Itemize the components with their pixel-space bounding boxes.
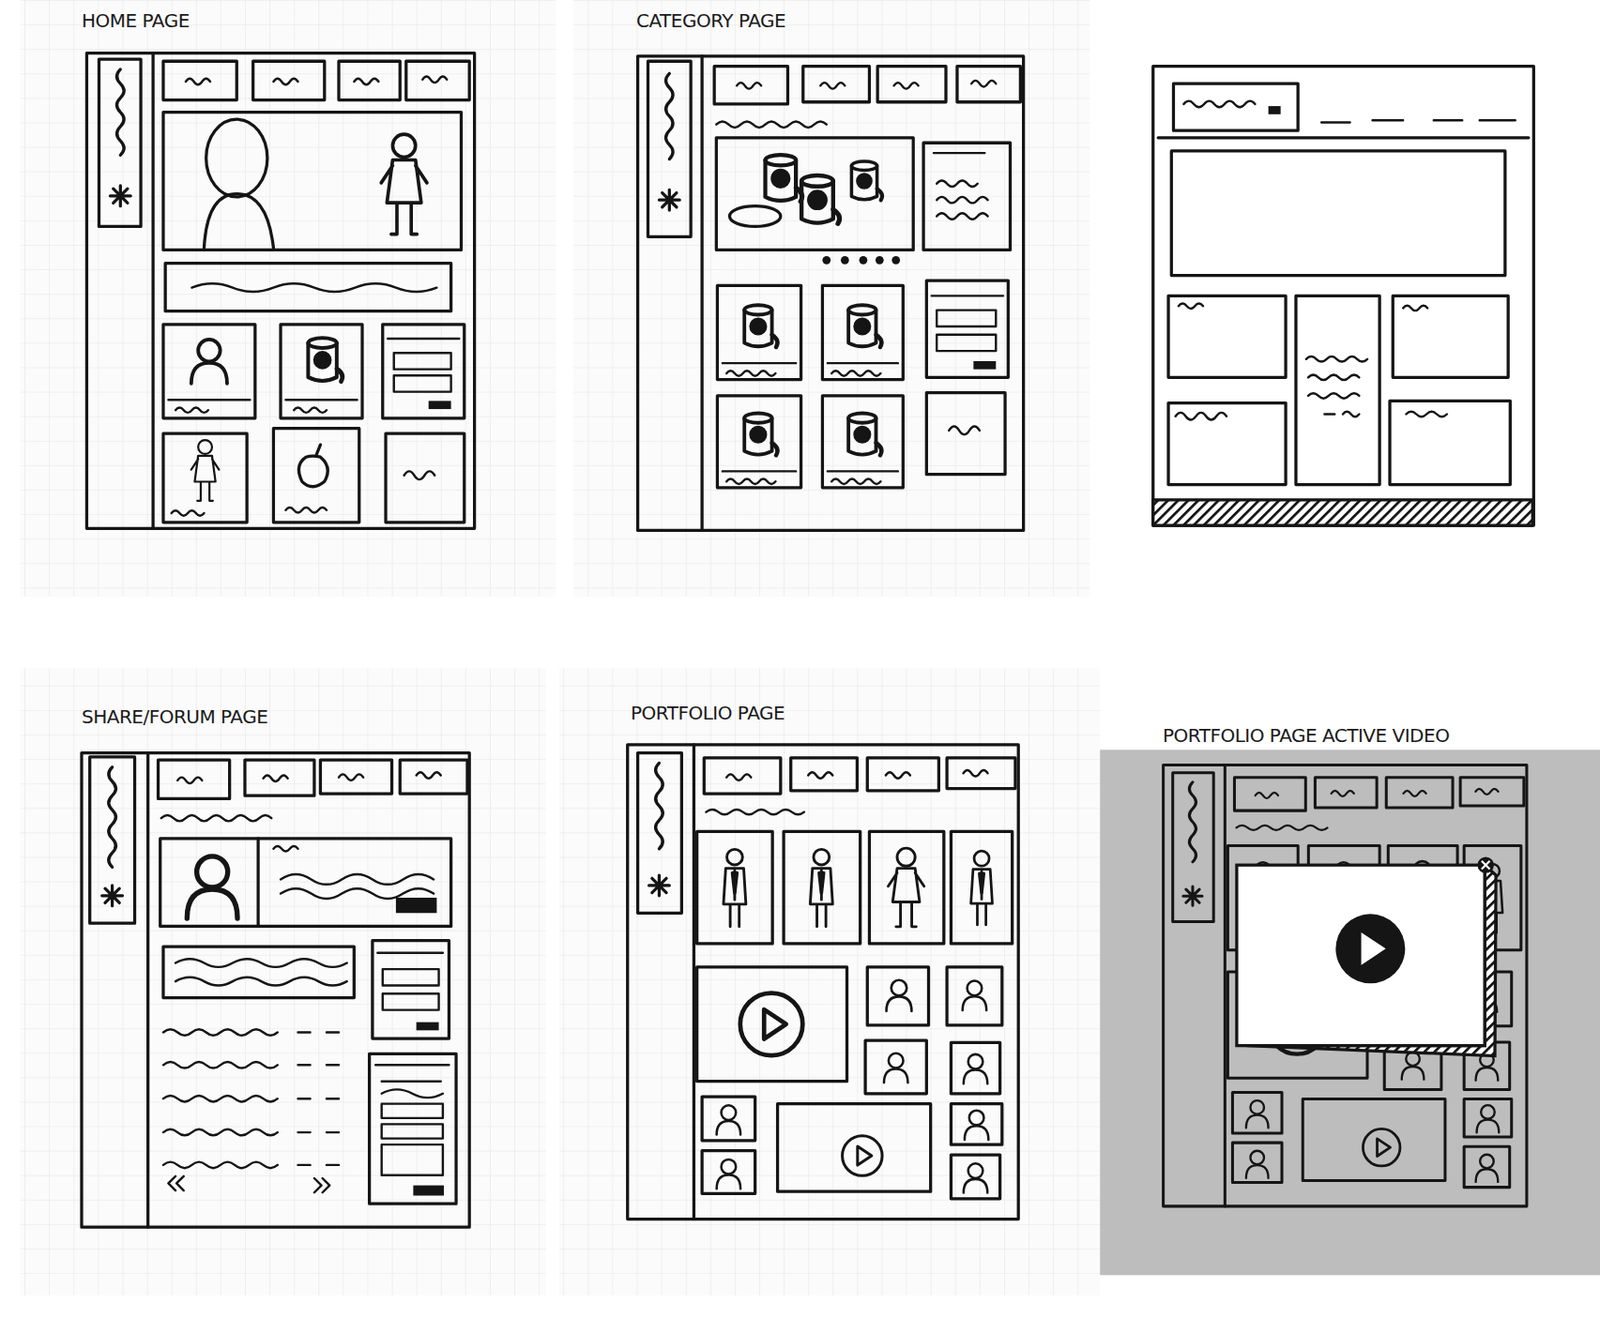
forum-wireframe [81,753,470,1229]
grid-paper [20,0,1600,1296]
category-wireframe [638,56,1024,532]
page-heading: CATEGORY PAGE [636,10,786,31]
page-panel: PORTFOLIO PAGE [559,668,1100,1296]
page-heading: PORTFOLIO PAGE ACTIVE VIDEO [1162,725,1449,747]
page-heading: SHARE/FORUM PAGE [81,706,268,728]
page-heading: HOME PAGE [81,10,190,31]
page-panel: PORTFOLIO PAGE ACTIVE VIDEO [1099,714,1600,1276]
portfolio-wireframe [627,745,1019,1220]
page-panel: SHARE/FORUM PAGE [20,668,547,1296]
page-panel: CATEGORY PAGE [573,0,1090,597]
portfolio-wireframe-copy [1163,765,1527,1207]
home-wireframe [86,53,474,530]
page-panel: HOME PAGE [20,0,557,597]
page-heading: PORTFOLIO PAGE [630,702,785,724]
video-modal [1236,856,1496,1056]
generic-wireframe [1153,66,1535,526]
